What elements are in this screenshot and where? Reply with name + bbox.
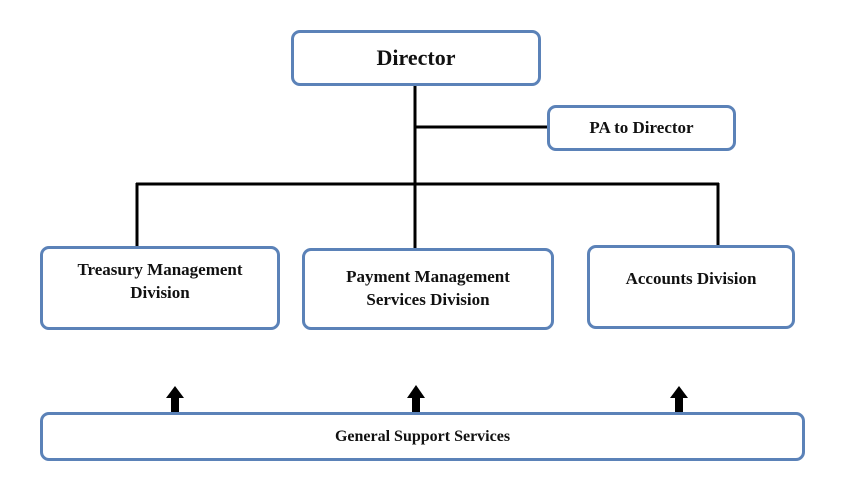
payment-label-line1: Payment Management [346,267,510,287]
support-label: General Support Services [334,427,511,445]
payment-label-line2: Services Division [366,290,490,309]
director-box: Director [291,30,541,86]
arrow-up-icon [407,385,425,413]
pa-to-director-box: PA to Director [547,105,736,151]
treasury-label-line2: Division [130,283,190,302]
treasury-label-line1: Treasury Management [77,260,243,280]
pa-label: PA to Director [589,117,694,137]
arrow-up-icon [166,386,184,413]
payment-division-box: Payment Management Services Division [302,248,554,330]
accounts-label-line1: Accounts Division [625,268,757,288]
general-support-services-box: General Support Services [40,412,805,461]
director-label: Director [376,45,456,71]
accounts-division-box: Accounts Division [587,245,795,329]
treasury-division-box: Treasury Management Division [40,246,280,330]
arrow-up-icon [670,386,688,413]
